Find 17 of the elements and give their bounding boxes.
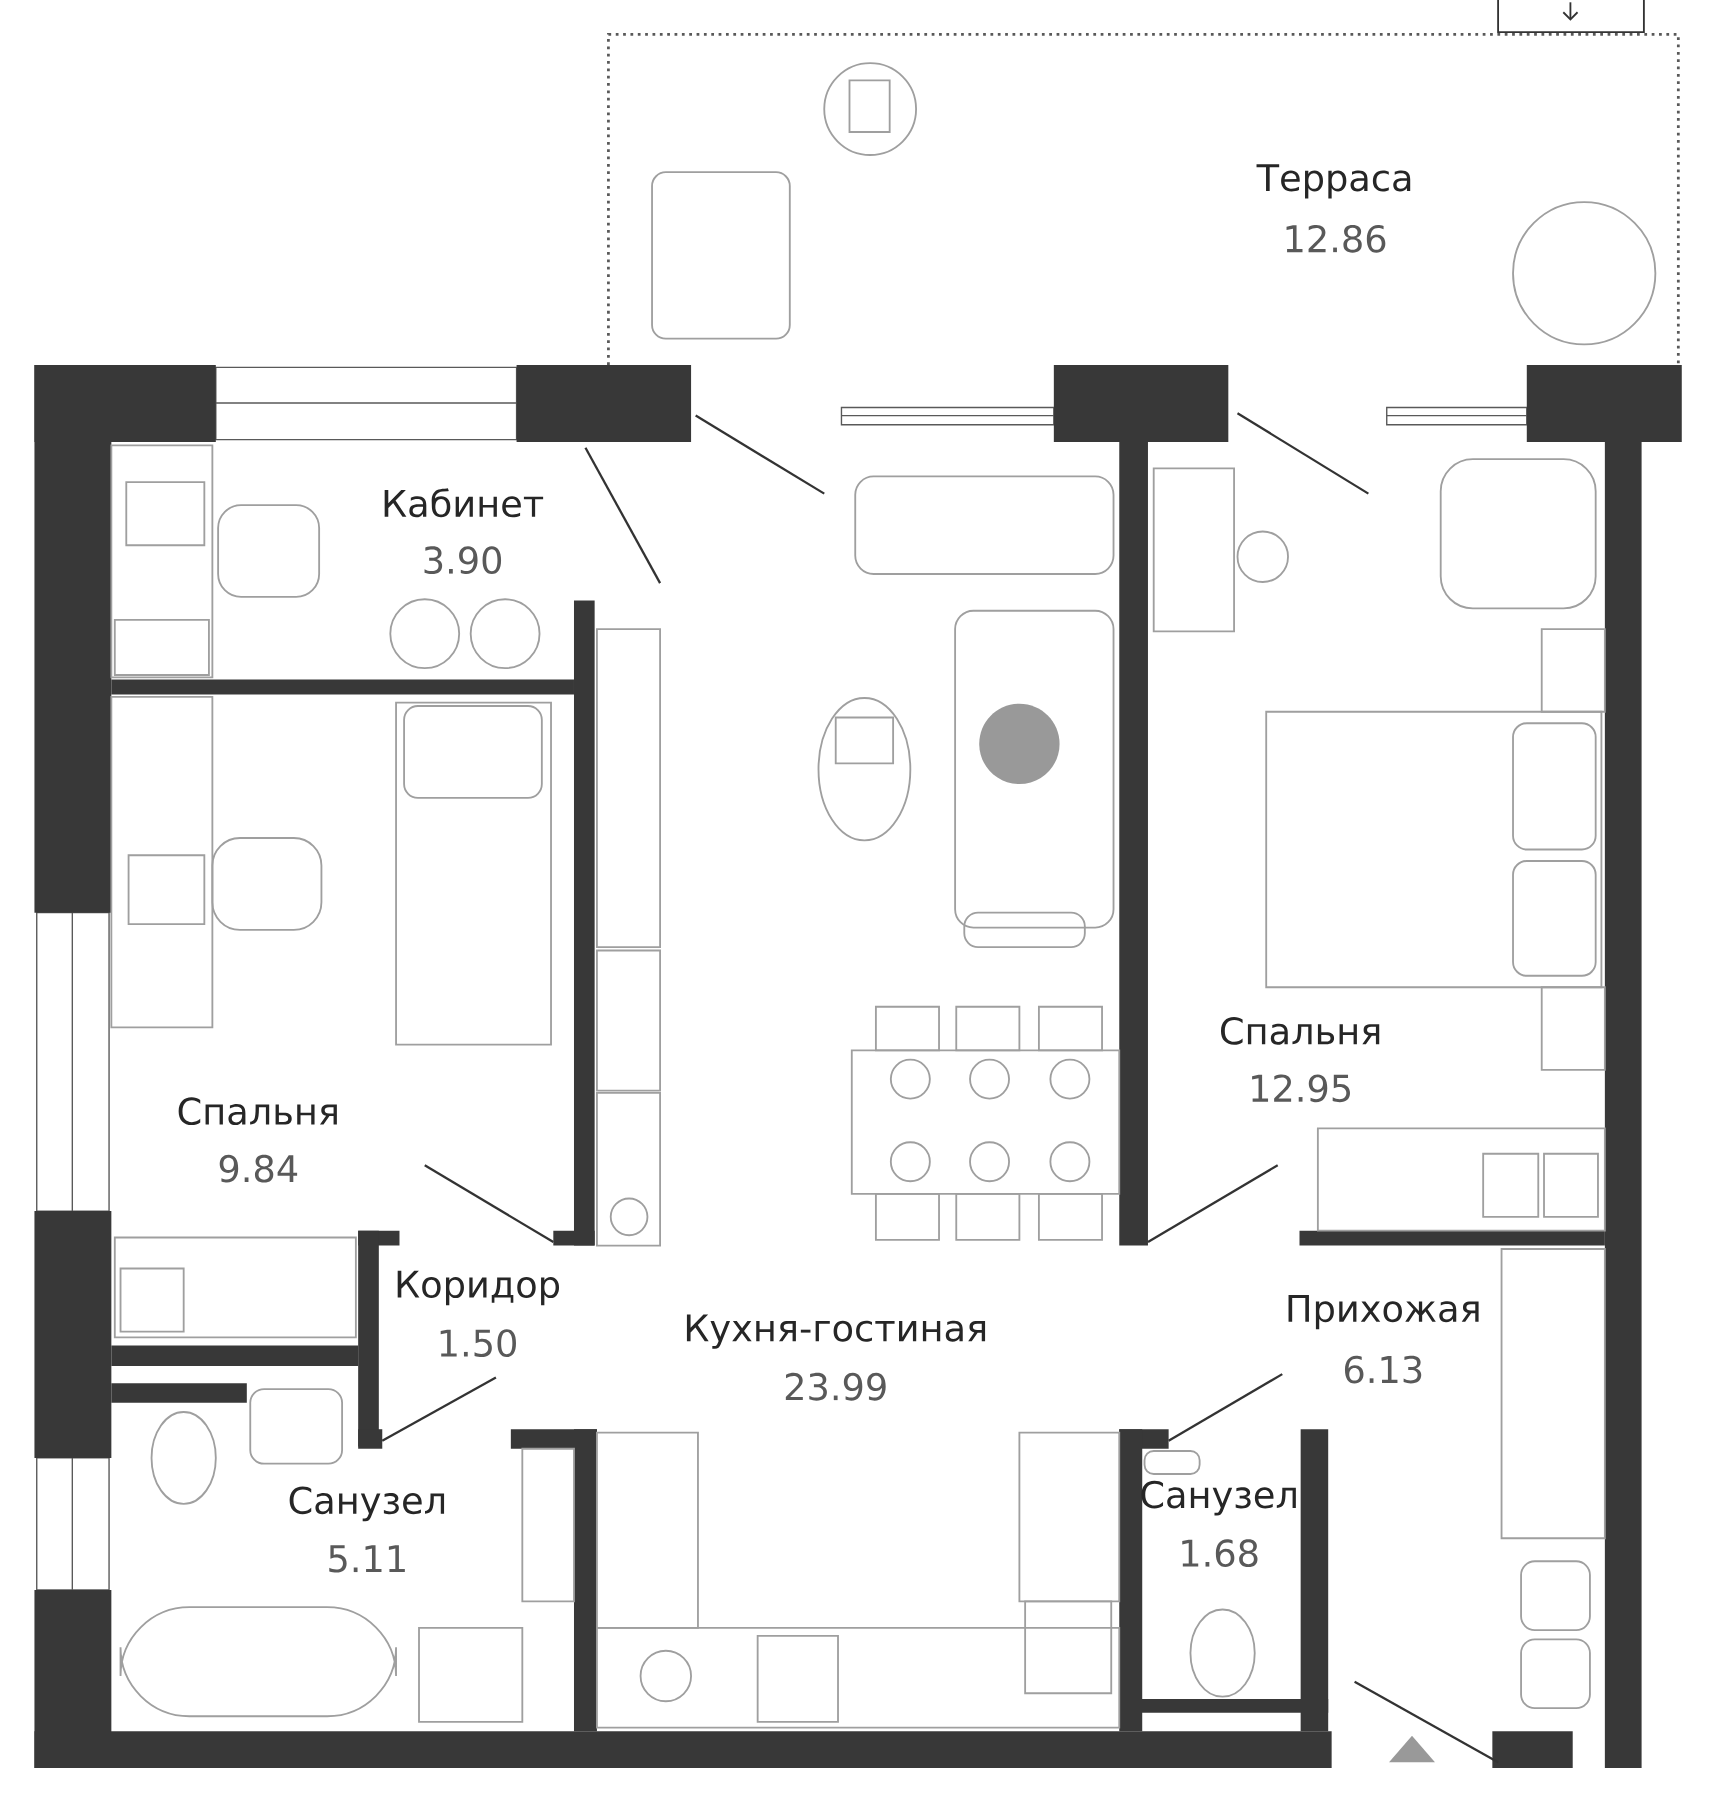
room-area: 12.95 — [1252, 1074, 1351, 1103]
room-area: 9.84 — [219, 1154, 298, 1183]
room-name: Спальня — [1221, 1017, 1380, 1045]
room-name: Кабинет — [384, 488, 544, 518]
room-name: Терраса — [1256, 164, 1411, 199]
room-area: 1.68 — [1182, 1539, 1258, 1568]
room-name: Санузел — [289, 1486, 445, 1522]
room-area: 12.86 — [1286, 224, 1386, 253]
room-name: Прихожая — [1288, 1294, 1479, 1330]
room-area: 5.11 — [329, 1545, 405, 1573]
room-name: Спальня — [178, 1097, 337, 1126]
room-area: 23.99 — [785, 1372, 886, 1401]
room-area: 1.50 — [440, 1329, 517, 1357]
room-name: Коридор — [397, 1270, 560, 1306]
room-name: Кухня-гостиная — [686, 1314, 986, 1349]
room-area: 6.13 — [1345, 1355, 1422, 1384]
room-area: 3.90 — [424, 546, 502, 575]
